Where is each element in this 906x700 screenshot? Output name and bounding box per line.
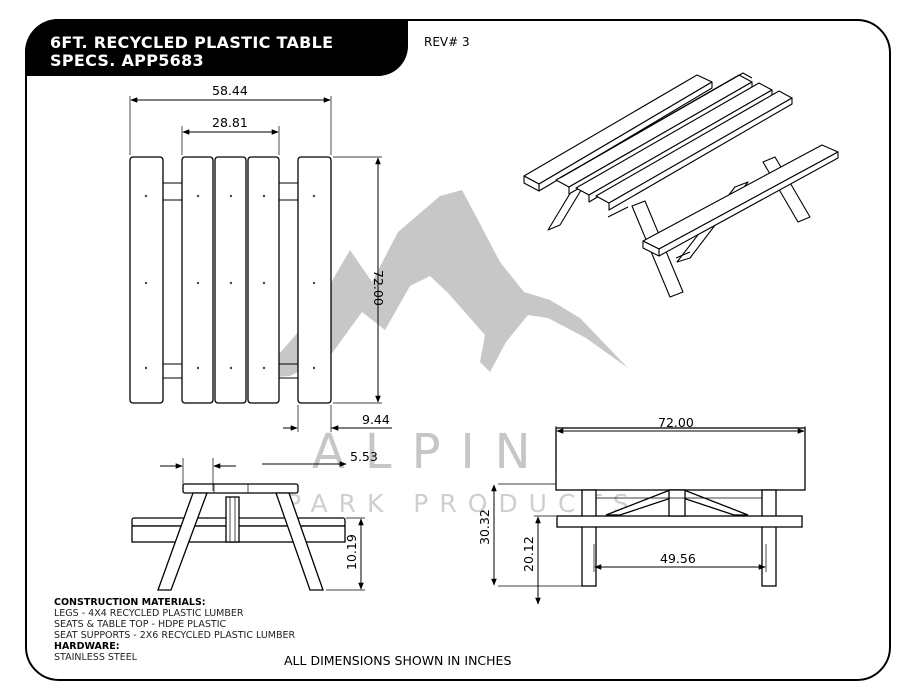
dimensions-footer-note: ALL DIMENSIONS SHOWN IN INCHES — [284, 653, 512, 668]
top-view-support-upper-left — [162, 182, 183, 201]
side-view: 30.32 20.12 72.00 49.56 — [477, 415, 806, 605]
title-block — [25, 19, 408, 76]
watermark-brand-tagline: PARK PRODUCTS — [286, 489, 640, 518]
construction-heading: CONSTRUCTION MATERIALS: — [54, 597, 206, 608]
construction-notes: CONSTRUCTION MATERIALS: LEGS - 4X4 RECYC… — [54, 597, 295, 663]
dimension-seat-height-side: 20.12 — [521, 536, 536, 572]
top-view-plank-2 — [214, 156, 247, 404]
end-view-table-top — [182, 483, 299, 494]
top-view-seat-left — [129, 156, 164, 404]
end-view: 5.53 10.19 — [131, 449, 378, 591]
title-line-1: 6FT. RECYCLED PLASTIC TABLE — [50, 33, 334, 52]
dimension-seat-width: 9.44 — [362, 412, 390, 427]
end-view-leg-right — [275, 492, 324, 591]
title-line-2: SPECS. APP5683 — [50, 51, 204, 70]
top-view-plank-3 — [247, 156, 280, 404]
dimension-table-height: 30.32 — [477, 509, 492, 545]
side-view-leg-left — [581, 489, 597, 587]
dimension-side-length: 72.00 — [658, 415, 694, 430]
dimension-seat-height: 10.19 — [344, 534, 359, 570]
side-view-table-top — [555, 427, 806, 491]
dimension-leg-span: 49.56 — [660, 551, 696, 566]
end-view-brace — [225, 496, 240, 543]
top-view-bolt-heads — [144, 194, 316, 370]
watermark-brand-name: ALPINE — [312, 424, 601, 480]
side-view-seat — [556, 515, 803, 528]
end-view-leg-left — [157, 492, 208, 591]
dimension-overall-width: 58.44 — [212, 83, 248, 98]
dimension-length: 72.00 — [371, 270, 386, 306]
top-view-seat-right — [297, 156, 332, 404]
construction-item-supports: SEAT SUPPORTS - 2X6 RECYCLED PLASTIC LUM… — [54, 630, 296, 641]
dimension-top-width: 28.81 — [212, 115, 248, 130]
isometric-view — [523, 72, 839, 298]
watermark-mountain-logo — [258, 190, 628, 378]
top-view-support-upper-right — [278, 182, 299, 201]
hardware-item: STAINLESS STEEL — [54, 652, 138, 663]
top-view-support-lower-left — [162, 363, 183, 379]
top-view-plank-1 — [181, 156, 214, 404]
construction-item-seats: SEATS & TABLE TOP - HDPE PLASTIC — [54, 619, 227, 630]
drawing-sheet-border — [25, 19, 891, 681]
construction-item-legs: LEGS - 4X4 RECYCLED PLASTIC LUMBER — [54, 608, 244, 619]
top-view: 58.44 28.81 72.00 9.44 — [129, 83, 392, 432]
top-view-support-lower-right — [278, 363, 299, 379]
revision-label: REV# 3 — [424, 35, 470, 49]
dimension-top-overhang: 5.53 — [350, 449, 378, 464]
side-view-leg-right — [761, 489, 777, 587]
hardware-heading: HARDWARE: — [54, 641, 120, 652]
